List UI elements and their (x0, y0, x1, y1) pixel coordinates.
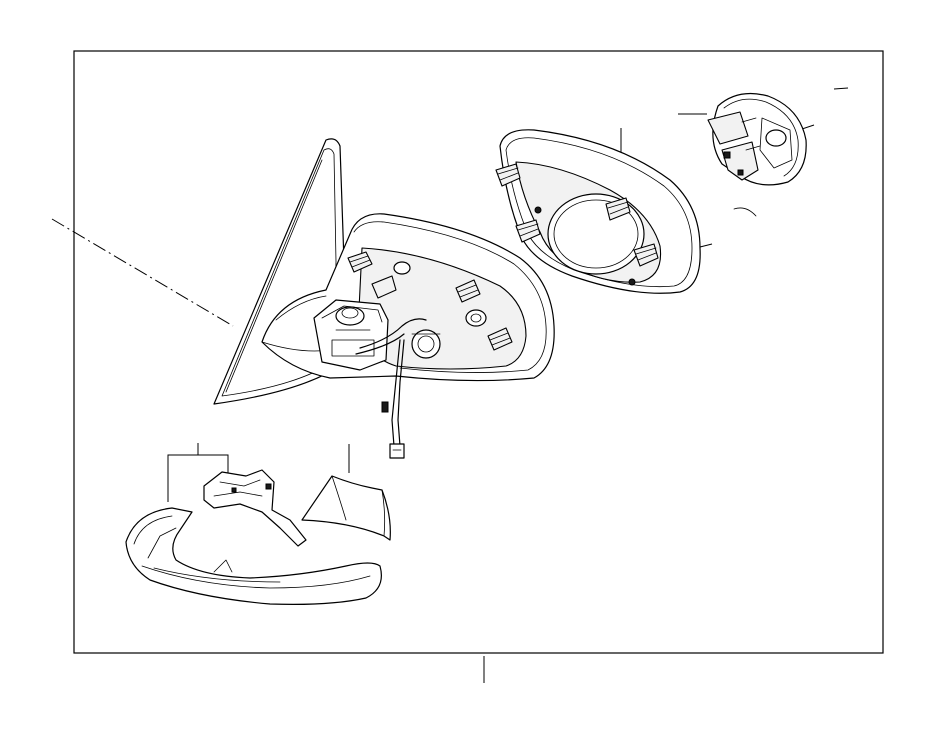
mounting-bracket (203, 469, 307, 547)
adjustment-motor-housing (313, 299, 389, 371)
wiring-harness (355, 318, 441, 459)
cover-cap (301, 475, 391, 541)
leader-line-motor-tip (801, 124, 815, 130)
adjustment-motor (707, 93, 807, 186)
leader-lines (51, 87, 849, 683)
mirror-housing-frame (495, 129, 701, 294)
diagram-frame (73, 50, 884, 654)
leader-line-glass (51, 218, 234, 327)
leader-line-screw-mark (733, 207, 757, 217)
leader-line-frame-side (699, 243, 713, 248)
lower-cover-trim (125, 507, 382, 605)
leader-line-bracket (167, 443, 229, 502)
leader-line-corner-tick (833, 87, 849, 90)
